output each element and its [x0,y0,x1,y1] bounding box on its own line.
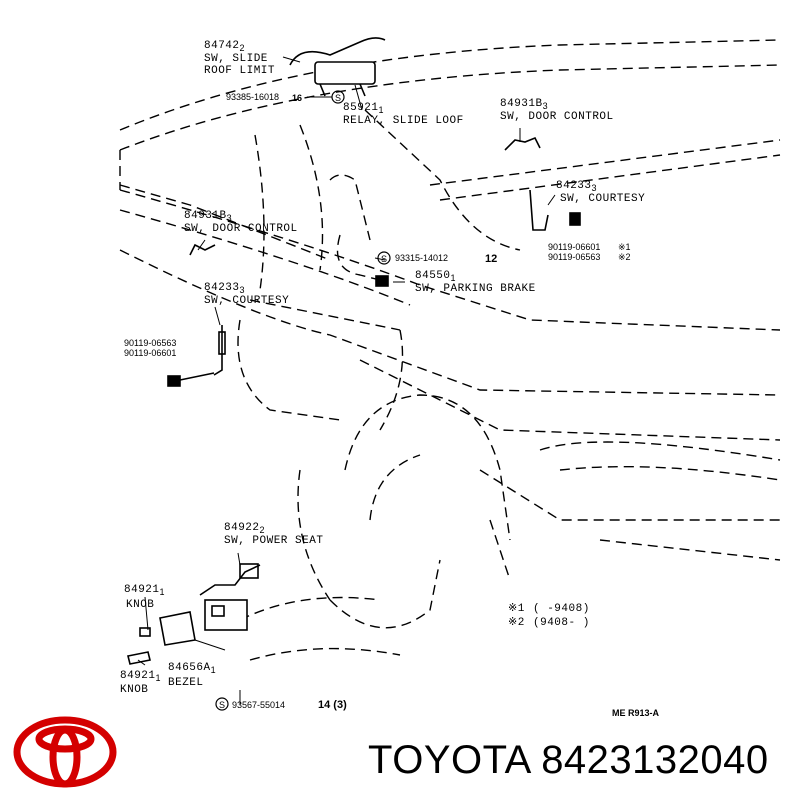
svg-text:SW, PARKING BRAKE: SW, PARKING BRAKE [415,283,536,295]
label-93315: 93315-14012 12 [395,253,497,265]
svg-text:KNOB: KNOB [126,599,154,611]
svg-text:842333: 842333 [204,282,245,295]
label-84233-right: 842333 SW, COURTESY [556,180,645,205]
svg-text:(9408- ): (9408- ) [533,617,590,629]
door-control-switch-right [504,136,541,151]
leader-lines [137,56,556,704]
label-84921-upper: 849211 KNOB [124,584,165,611]
svg-text:14 (3): 14 (3) [318,699,347,711]
svg-text:90119-06563: 90119-06563 [124,338,176,348]
toyota-logo-icon [13,716,117,788]
label-84931-left: 84931B3 SW, DOOR CONTROL [184,210,298,235]
date-legend: ※1 ( -9408) ※2 (9408- ) [508,603,590,629]
parts-diagram: S S S 847422 SW, SLIDE ROOF LIMIT 93385-… [119,37,781,718]
svg-text:16: 16 [292,93,302,103]
svg-text:S: S [219,700,225,710]
svg-text:845501: 845501 [415,270,456,283]
label-84742: 847422 SW, SLIDE ROOF LIMIT [204,40,275,77]
svg-text:SW, DOOR CONTROL: SW, DOOR CONTROL [500,111,614,123]
svg-text:849222: 849222 [224,522,265,535]
svg-text:SW, SLIDE: SW, SLIDE [204,53,268,65]
label-84931-right: 84931B3 SW, DOOR CONTROL [500,98,614,123]
label-85921: 859211 RELAY, SLIDE LOOF [343,102,464,127]
svg-text:849211: 849211 [124,584,165,597]
svg-text:93315-14012: 93315-14012 [395,253,448,263]
screw-symbol-icon: S [331,90,345,104]
label-84921-lower: 849211 KNOB [120,670,161,696]
label-90119-left: 90119-06563 90119-06601 [124,338,176,358]
svg-text:84931B3: 84931B3 [500,98,548,111]
power-seat-harness [199,564,261,596]
svg-text:BEZEL: BEZEL [168,677,204,689]
parking-brake-switch [375,275,389,287]
screw-symbol-icon: S [215,697,229,711]
svg-text:93385-16018: 93385-16018 [226,92,279,102]
label-93567: 93567-55014 14 (3) [232,699,347,711]
svg-text:90119-06601: 90119-06601 [548,242,600,252]
svg-text:842333: 842333 [556,180,597,193]
car-body-outline [119,39,781,661]
svg-text:SW, DOOR CONTROL: SW, DOOR CONTROL [184,223,298,235]
svg-text:SW, COURTESY: SW, COURTESY [204,295,289,307]
courtesy-switch-left [213,325,223,376]
svg-text:※1: ※1 [508,603,525,615]
part-drawings [127,37,581,665]
svg-text:SW, COURTESY: SW, COURTESY [560,193,645,205]
part-number: 8423132040 [541,738,769,782]
label-90119-right: 90119-06601 ※1 90119-06563 ※2 [548,242,631,262]
knob-lower [127,651,151,665]
label-84233-left: 842333 SW, COURTESY [204,282,289,307]
svg-text:859211: 859211 [343,102,384,115]
svg-text:93567-55014: 93567-55014 [232,700,285,710]
svg-text:12: 12 [485,253,497,265]
courtesy-switch-right [529,189,549,231]
svg-text:90119-06601: 90119-06601 [124,348,176,358]
door-control-switch-left [189,243,216,256]
label-93385: 93385-16018 16 [226,92,302,103]
svg-text:84931B3: 84931B3 [184,210,232,223]
screw-symbols: S S S [215,90,391,711]
svg-text:S: S [381,254,387,264]
svg-text:847422: 847422 [204,40,245,53]
slide-roof-harness [289,37,386,66]
knob-upper [139,627,151,637]
svg-text:KNOB: KNOB [120,684,148,696]
svg-text:SW, POWER SEAT: SW, POWER SEAT [224,535,323,547]
label-84550: 845501 SW, PARKING BRAKE [415,270,536,295]
label-84922: 849222 SW, POWER SEAT [224,522,323,547]
brand-part-number: TOYOTA 8423132040 [368,738,769,783]
slide-roof-relay [314,61,376,85]
svg-text:ROOF LIMIT: ROOF LIMIT [204,65,275,77]
svg-text:( -9408): ( -9408) [533,603,590,615]
svg-text:※2: ※2 [508,617,525,629]
svg-text:※2: ※2 [618,252,631,262]
brand-name: TOYOTA [368,738,530,782]
svg-text:90119-06563: 90119-06563 [548,252,600,262]
figure-reference: ME R913-A [612,708,660,718]
svg-text:※1: ※1 [618,242,631,252]
label-84656: 84656A1 BEZEL [168,662,216,689]
svg-text:849211: 849211 [120,670,161,683]
svg-text:S: S [335,93,341,103]
svg-text:RELAY, SLIDE LOOF: RELAY, SLIDE LOOF [343,115,464,127]
svg-text:84656A1: 84656A1 [168,662,216,675]
bezel [159,611,196,646]
screw-symbol-icon: S [377,251,391,265]
